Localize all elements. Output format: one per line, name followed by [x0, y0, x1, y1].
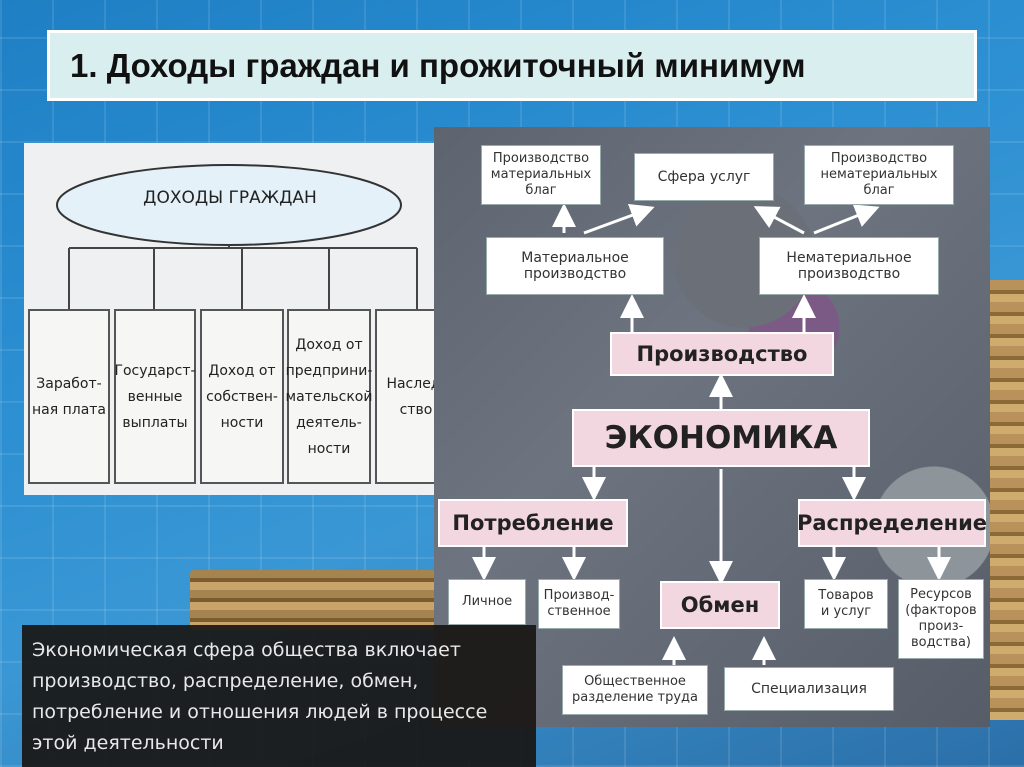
- incomes-header: ДОХОДЫ ГРАЖДАН: [143, 188, 317, 208]
- box-nonmaterial-production: Нематериальное производство: [759, 237, 939, 295]
- income-business: Доход от предприни- мательской деятель- …: [286, 309, 372, 484]
- slide-title-box: 1. Доходы граждан и прожиточный минимум: [47, 30, 977, 101]
- box-personal: Личное: [448, 579, 526, 625]
- box-consumption: Потребление: [438, 499, 628, 547]
- coin-stack-decoration: [190, 570, 440, 630]
- caption-box: Экономическая сфера общества включает пр…: [22, 625, 536, 767]
- box-resources: Ресурсов (факторов произ- водства): [898, 579, 984, 659]
- caption-text: Экономическая сфера общества включает пр…: [32, 639, 488, 754]
- box-productive: Производ- ственное: [538, 579, 620, 629]
- income-state-payments: Государст- венные выплаты: [114, 309, 196, 484]
- coin-stack-decoration: [985, 280, 1024, 720]
- box-division-of-labor: Общественное разделение труда: [562, 665, 708, 715]
- box-nonmaterial-goods: Производство нематериальных благ: [804, 145, 954, 205]
- box-goods-services: Товаров и услуг: [804, 579, 888, 629]
- box-material-production: Материальное производство: [486, 237, 664, 295]
- box-distribution: Распределение: [797, 499, 987, 547]
- box-material-goods: Производство материальных благ: [481, 145, 601, 205]
- economy-diagram: Производство материальных благ Сфера усл…: [434, 127, 990, 727]
- box-production: Производство: [610, 332, 834, 376]
- box-specialization: Специализация: [724, 667, 894, 711]
- box-services: Сфера услуг: [634, 153, 774, 201]
- slide-title: 1. Доходы граждан и прожиточный минимум: [70, 46, 806, 84]
- box-economy: ЭКОНОМИКА: [572, 409, 870, 467]
- incomes-diagram: ДОХОДЫ ГРАЖДАН Заработ- ная плата Госуда…: [24, 143, 460, 495]
- income-salary: Заработ- ная плата: [28, 309, 110, 484]
- box-exchange: Обмен: [660, 581, 780, 629]
- incomes-connectors: [56, 164, 418, 309]
- income-property: Доход от собствен- ности: [200, 309, 284, 484]
